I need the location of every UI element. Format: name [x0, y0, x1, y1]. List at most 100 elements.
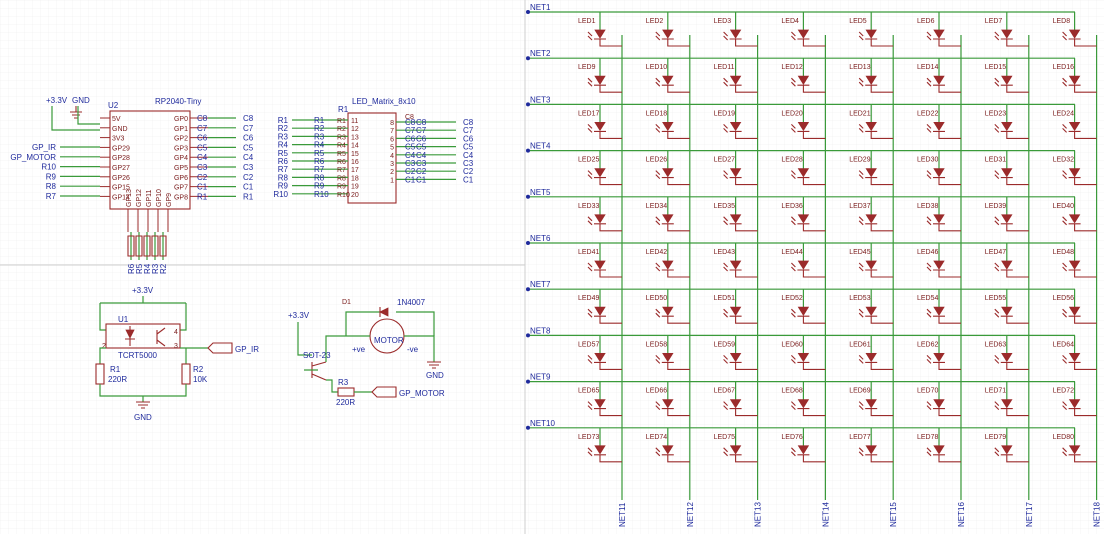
led-component[interactable]: LED37	[849, 196, 894, 232]
led-component[interactable]: LED7	[985, 12, 1029, 47]
led-component[interactable]: LED29	[849, 150, 894, 186]
led-component[interactable]: LED9	[578, 58, 622, 93]
led-component[interactable]: LED39	[985, 196, 1029, 232]
led-component[interactable]: LED17	[578, 104, 622, 139]
led-cathode-lead	[1000, 315, 1029, 324]
led-component[interactable]: LED71	[985, 381, 1029, 417]
led-component[interactable]: LED69	[849, 381, 894, 417]
led-component[interactable]: LED62	[917, 335, 961, 370]
led-component[interactable]: LED76	[781, 427, 826, 463]
led-component[interactable]: LED50	[646, 289, 690, 324]
led-component[interactable]: LED67	[714, 381, 758, 417]
led-component[interactable]: LED75	[714, 427, 758, 463]
led-component[interactable]: LED16	[1053, 58, 1097, 93]
led-component[interactable]: LED10	[646, 58, 690, 93]
led-diode-icon	[933, 306, 945, 316]
led-component[interactable]: LED42	[646, 243, 690, 278]
led-component[interactable]: LED56	[1053, 289, 1097, 324]
led-component[interactable]: LED38	[917, 196, 961, 232]
led-component[interactable]: LED28	[781, 150, 826, 186]
led-component[interactable]: LED64	[1053, 335, 1097, 370]
led-component[interactable]: LED4	[781, 12, 826, 47]
led-emission-arrows-icon	[1062, 308, 1067, 318]
led-component[interactable]: LED52	[781, 289, 826, 324]
led-component[interactable]: LED44	[781, 243, 826, 278]
motor-driver-block[interactable]: +3.3V SOT-23 D1 1N4007 MOTOR +ve -ve GND…	[288, 298, 445, 407]
led-diode-icon	[594, 306, 606, 316]
led-component[interactable]: LED73	[578, 427, 622, 463]
led-component[interactable]: LED53	[849, 289, 894, 324]
led-component[interactable]: LED26	[646, 150, 690, 186]
led-cathode-lead	[661, 408, 690, 417]
led-component[interactable]: LED55	[985, 289, 1029, 324]
led-component[interactable]: LED77	[849, 427, 894, 463]
led-component[interactable]: LED51	[714, 289, 758, 324]
led-component[interactable]: LED61	[849, 335, 894, 370]
led-component[interactable]: LED2	[646, 12, 690, 47]
led-component[interactable]: LED3	[714, 12, 758, 47]
led-component[interactable]: LED45	[849, 243, 894, 278]
led-component[interactable]: LED18	[646, 104, 690, 139]
led-component[interactable]: LED54	[917, 289, 961, 324]
led-component[interactable]: LED8	[1053, 12, 1097, 47]
led-ref-label: LED14	[917, 64, 939, 71]
led-component[interactable]: LED20	[781, 104, 826, 139]
led-component[interactable]: LED46	[917, 243, 961, 278]
led-component[interactable]: LED24	[1053, 104, 1097, 139]
led-component[interactable]: LED60	[781, 335, 826, 370]
led-component[interactable]: LED41	[578, 243, 622, 278]
led-component[interactable]: LED11	[714, 58, 758, 93]
led-component[interactable]: LED66	[646, 381, 690, 417]
led-component[interactable]: LED70	[917, 381, 961, 417]
led-component[interactable]: LED5	[849, 12, 894, 47]
led-component[interactable]: LED63	[985, 335, 1029, 370]
led-component[interactable]: LED6	[917, 12, 961, 47]
led-component[interactable]: LED25	[578, 150, 622, 186]
matrix-left-net-tag: R9	[314, 182, 325, 191]
led-emission-arrows-icon	[791, 308, 796, 318]
led-component[interactable]: LED43	[714, 243, 758, 278]
led-component[interactable]: LED65	[578, 381, 622, 417]
led-component[interactable]: LED47	[985, 243, 1029, 278]
led-component[interactable]: LED14	[917, 58, 961, 93]
led-component[interactable]: LED15	[985, 58, 1029, 93]
led-component[interactable]: LED35	[714, 196, 758, 232]
mcu-block[interactable]: +3.3V GND U2 RP2040-Tiny 5VGND3V3GP29GP2…	[10, 96, 253, 274]
led-component[interactable]: LED13	[849, 58, 894, 93]
led-component[interactable]: LED36	[781, 196, 826, 232]
led-component[interactable]: LED19	[714, 104, 758, 139]
led-component[interactable]: LED74	[646, 427, 690, 463]
led-emission-arrows-icon	[858, 124, 864, 133]
led-component[interactable]: LED1	[578, 12, 622, 47]
led-component[interactable]: LED58	[646, 335, 690, 370]
led-component[interactable]: LED40	[1053, 196, 1097, 232]
led-component[interactable]: LED23	[985, 104, 1029, 139]
ir-sensor-block[interactable]: +3.3V U1 2 4 3 TCRT5000 GP_IR R1 220R R2…	[95, 286, 259, 422]
led-diode-icon	[933, 168, 945, 178]
led-component[interactable]: LED34	[646, 196, 690, 232]
led-grid-block[interactable]: NET1NET2NET3NET4NET5NET6NET7NET8NET9NET1…	[526, 3, 1102, 527]
led-component[interactable]: LED49	[578, 289, 622, 324]
led-component[interactable]: LED79	[985, 427, 1029, 463]
led-component[interactable]: LED32	[1053, 150, 1097, 186]
led-component[interactable]: LED78	[917, 427, 961, 463]
led-component[interactable]: LED59	[714, 335, 758, 370]
led-emission-arrows-icon	[858, 308, 864, 318]
led-component[interactable]: LED12	[781, 58, 826, 93]
led-component[interactable]: LED30	[917, 150, 961, 186]
led-component[interactable]: LED33	[578, 196, 622, 232]
led-component[interactable]: LED48	[1053, 243, 1097, 278]
led-component[interactable]: LED27	[714, 150, 758, 186]
matrix-left-pin-label: 20	[351, 192, 359, 199]
led-component[interactable]: LED22	[917, 104, 961, 139]
led-component[interactable]: LED21	[849, 104, 894, 139]
led-component[interactable]: LED72	[1053, 381, 1097, 417]
led-diode-icon	[729, 353, 742, 363]
led-component[interactable]: LED31	[985, 150, 1029, 186]
led-component[interactable]: LED68	[781, 381, 826, 417]
led-component[interactable]: LED80	[1053, 427, 1097, 463]
led-component[interactable]: LED57	[578, 335, 622, 370]
